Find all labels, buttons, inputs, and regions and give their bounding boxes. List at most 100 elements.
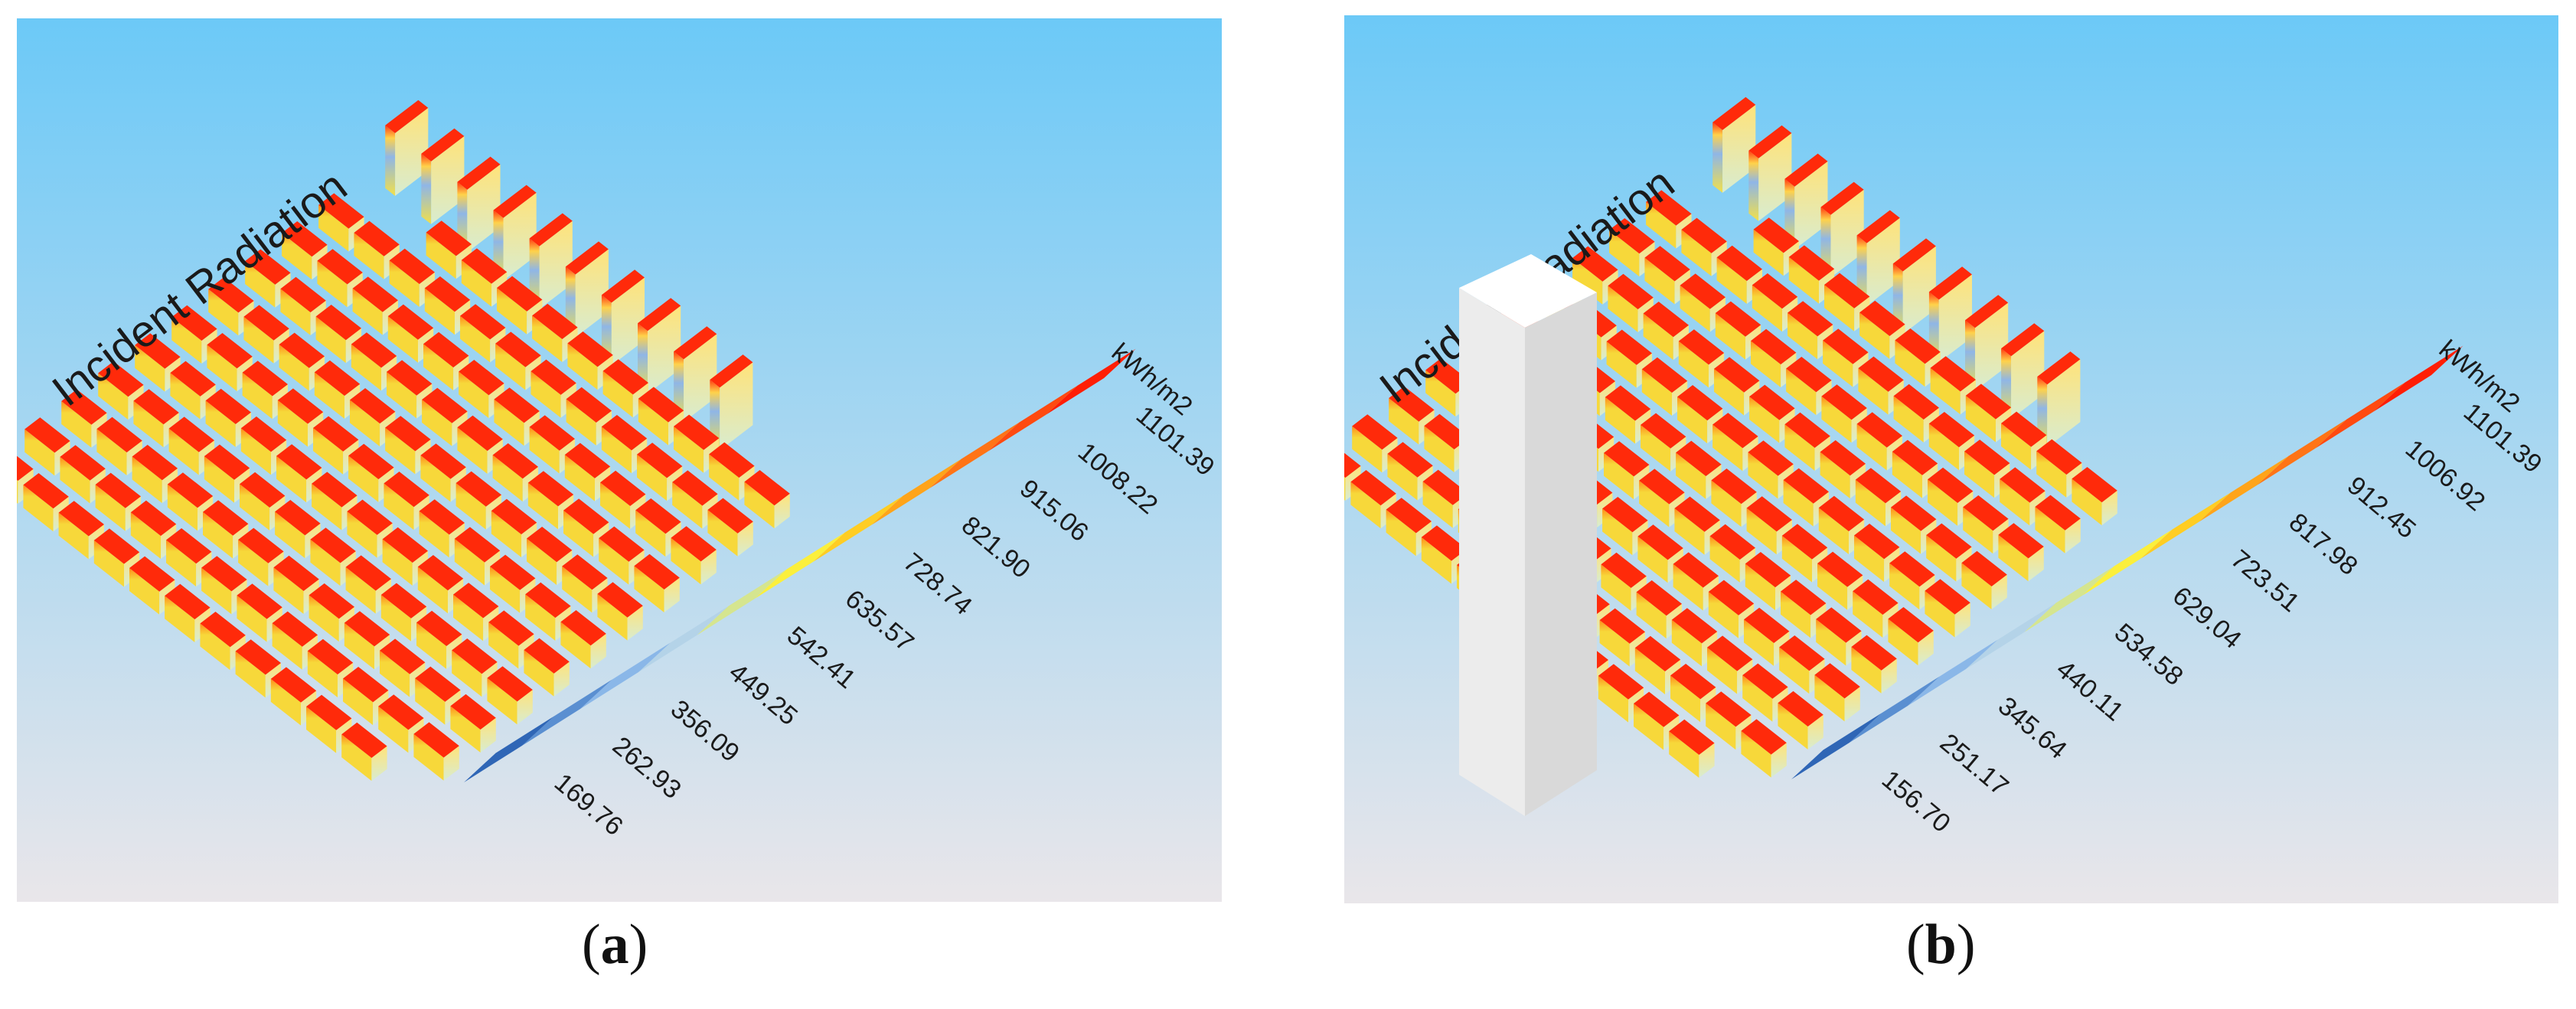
building-roof <box>1716 245 1762 281</box>
building-roof <box>1816 607 1862 643</box>
building-front-face <box>385 125 396 196</box>
legend-swatch <box>1791 713 1882 779</box>
building-roof <box>60 445 106 481</box>
building-roof <box>1851 635 1897 671</box>
building-front-face <box>307 651 338 697</box>
building-roof <box>1748 125 1792 158</box>
building-front-face <box>318 204 349 252</box>
building-roof <box>422 387 468 423</box>
building-front-face <box>1751 341 1781 387</box>
legend-swatch <box>638 606 729 672</box>
building-block <box>597 582 643 641</box>
legend-swatch <box>755 532 845 599</box>
building-front-face <box>17 479 18 504</box>
building-roof <box>1998 523 2044 559</box>
building-front-face <box>671 537 701 585</box>
building-roof <box>461 248 508 284</box>
building-front-face <box>638 398 668 446</box>
building-side-face <box>1881 658 1897 694</box>
building-front-face <box>347 511 377 558</box>
tall-building <box>2037 351 2081 448</box>
building-front-face <box>1711 480 1742 527</box>
building-roof <box>1741 719 1787 755</box>
building-side-face <box>590 633 606 669</box>
building-roof <box>237 583 282 619</box>
building-front-face <box>531 371 561 418</box>
building-roof <box>1678 329 1725 365</box>
building-roof <box>378 694 424 730</box>
building-front-face <box>2001 423 2032 470</box>
building-roof <box>492 443 538 479</box>
tall-building <box>1856 210 1900 306</box>
building-front-face <box>2072 478 2102 526</box>
building-roof <box>1928 412 1975 448</box>
building-front-face <box>1706 703 1736 750</box>
building-front-face <box>24 429 55 476</box>
building-side-face <box>1807 714 1823 749</box>
building-roof <box>1673 552 1719 588</box>
building-front-face <box>602 371 633 418</box>
building-front-face <box>457 427 488 474</box>
building-roof <box>343 667 389 703</box>
building-front-face <box>387 371 417 419</box>
building-front-face <box>524 650 554 697</box>
building-front-face <box>343 678 374 726</box>
building-front-face <box>492 455 523 502</box>
building-front-face <box>1928 479 1958 526</box>
building-block <box>1925 579 1970 638</box>
building-front-face <box>277 400 308 447</box>
building-block <box>744 470 790 529</box>
building-roof <box>384 472 429 508</box>
building-front-face <box>96 429 127 475</box>
building-front-face <box>204 456 234 503</box>
building-roof <box>1892 238 1936 272</box>
building-roof <box>387 304 434 340</box>
building-roof <box>1676 440 1722 476</box>
building-roof <box>98 361 144 397</box>
building-front-face <box>1928 292 1939 363</box>
building-front-face <box>1963 507 1993 554</box>
building-side-face <box>503 192 537 281</box>
building-block <box>524 638 570 697</box>
building-front-face <box>1602 508 1633 556</box>
building-front-face <box>58 512 89 560</box>
building-front-face <box>203 511 233 559</box>
building-front-face <box>1641 425 1671 472</box>
building-roof <box>674 414 720 450</box>
building-roof <box>1859 300 1905 336</box>
legend-swatch <box>1908 639 1998 706</box>
building-roof <box>524 638 570 674</box>
building-roof <box>601 415 648 451</box>
building-side-face <box>1771 743 1787 778</box>
building-roof <box>310 527 356 563</box>
building-front-face <box>98 373 129 420</box>
building-roof <box>455 471 501 507</box>
building-roof <box>24 417 70 453</box>
building-roof <box>1928 467 1974 503</box>
building-front-face <box>242 372 273 420</box>
building-roof <box>1712 96 1756 130</box>
building-roof <box>709 442 755 478</box>
building-roof <box>1786 357 1832 393</box>
building-roof <box>2036 439 2082 475</box>
building-front-face <box>275 511 305 559</box>
building-roof <box>2001 323 2045 357</box>
building-roof <box>1820 181 1864 215</box>
building-roof <box>1781 580 1827 616</box>
building-roof <box>1671 608 1718 644</box>
building-roof <box>1674 496 1720 532</box>
building-front-face <box>567 343 598 390</box>
building-roof <box>1712 413 1758 449</box>
building-side-face <box>1830 189 1864 278</box>
building-front-face <box>707 510 738 557</box>
legend-swatch <box>697 569 787 635</box>
building-roof <box>1352 414 1398 450</box>
tall-building <box>1928 266 1972 363</box>
tall-building <box>638 298 681 394</box>
building-roof <box>1677 385 1723 421</box>
building-front-face <box>452 650 482 697</box>
building-side-face <box>467 164 501 253</box>
building-roof <box>165 583 211 619</box>
building-roof <box>380 583 427 619</box>
building-roof <box>1637 524 1683 560</box>
